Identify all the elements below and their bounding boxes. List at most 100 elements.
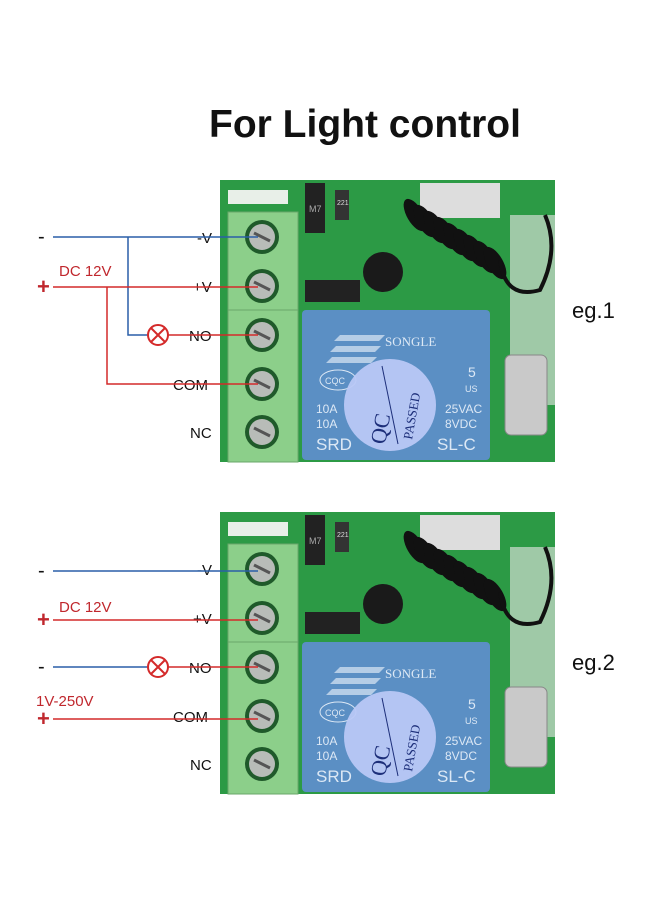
terminal-label: -V <box>197 230 212 247</box>
sticker-qc: QC <box>365 411 395 445</box>
load-plus-sign: + <box>37 706 50 731</box>
terminal-label: NC <box>190 425 212 442</box>
ac-label: 25VAC <box>445 402 482 416</box>
dc-label: 8VDC <box>445 417 477 431</box>
us-label: US <box>465 716 478 726</box>
terminal-label: COM <box>173 709 208 726</box>
lamp-icon <box>147 324 169 346</box>
resistor <box>335 190 349 220</box>
us-label: US <box>465 384 478 394</box>
negative-wire <box>53 570 258 668</box>
wiring-eg1: - + DC 12V eg.1 <box>37 226 615 385</box>
button <box>420 183 500 218</box>
cert-label: CQC <box>325 708 346 718</box>
terminal-screw-v[interactable] <box>245 601 279 635</box>
antenna-coil <box>403 198 554 294</box>
terminal-screw-com[interactable] <box>245 699 279 733</box>
dc-label: 8VDC <box>445 749 477 763</box>
resistor <box>335 522 349 552</box>
led <box>228 190 288 204</box>
wiring-eg2: - + DC 12V - + 1V-250V eg.2 <box>36 560 615 731</box>
diode <box>305 515 325 565</box>
example-label: eg.1 <box>572 298 615 323</box>
resistor-label: 221 <box>337 200 349 207</box>
minus-sign: - <box>38 560 45 582</box>
diode-label: M7 <box>309 536 322 546</box>
capacitor <box>363 584 403 624</box>
terminal-screw-v[interactable] <box>245 220 279 254</box>
songle-logo <box>326 667 385 695</box>
model-label: SRD <box>316 435 352 454</box>
antenna-wire <box>498 546 554 626</box>
model-label: SL-C <box>437 767 476 786</box>
terminal-screw-v[interactable] <box>245 552 279 586</box>
model-label: SRD <box>316 767 352 786</box>
sticker-line <box>381 365 399 445</box>
resistor-label: 221 <box>337 532 349 539</box>
terminal-screw-nc[interactable] <box>245 747 279 781</box>
terminal-label: NO <box>189 660 212 677</box>
positive-wire <box>53 286 258 385</box>
antenna-wire <box>498 214 554 294</box>
led <box>228 522 288 536</box>
example-label: eg.2 <box>572 650 615 675</box>
screw-slot <box>253 661 271 673</box>
cert-label: CQC <box>325 376 346 386</box>
screw-slot <box>253 758 271 770</box>
screw-slot <box>253 378 271 390</box>
load-minus-sign: - <box>38 656 45 678</box>
rating-label: 10A <box>316 417 337 431</box>
diode-label: M7 <box>309 204 322 214</box>
screw-slot <box>253 426 271 438</box>
positive-wire <box>53 619 258 720</box>
screw-slot <box>253 231 271 243</box>
supply-label: DC 12V <box>59 599 112 616</box>
load-supply-label: 1V-250V <box>36 693 94 710</box>
brand-label: SONGLE <box>385 666 436 681</box>
lamp-icon <box>147 656 169 678</box>
minus-sign: - <box>38 226 45 248</box>
ul-label: 5 <box>468 364 476 380</box>
sticker-qc: QC <box>365 743 395 777</box>
button <box>420 515 500 550</box>
screw-slot <box>253 710 271 722</box>
screw-slot <box>253 280 271 292</box>
terminal-screw-no[interactable] <box>245 318 279 352</box>
brand-label: SONGLE <box>385 334 436 349</box>
plus-sign: + <box>37 607 50 632</box>
supply-label: DC 12V <box>59 263 112 280</box>
screw-slot <box>253 612 271 624</box>
plus-sign: + <box>37 274 50 299</box>
ac-label: 25VAC <box>445 734 482 748</box>
terminal-screw-nc[interactable] <box>245 415 279 449</box>
diode <box>305 280 360 302</box>
terminal-label: COM <box>173 377 208 394</box>
rating-label: 10A <box>316 734 337 748</box>
diode <box>305 183 325 233</box>
terminal-screw-v[interactable] <box>245 269 279 303</box>
terminal-screw-com[interactable] <box>245 367 279 401</box>
sticker-line <box>381 697 399 777</box>
screw-slot <box>253 563 271 575</box>
page-title: For Light control <box>209 103 521 146</box>
rating-label: 10A <box>316 749 337 763</box>
ul-label: 5 <box>468 696 476 712</box>
terminal-screw-no[interactable] <box>245 650 279 684</box>
diode <box>305 612 360 634</box>
terminal-label: NO <box>189 328 212 345</box>
antenna-coil <box>403 530 554 626</box>
terminal-label: NC <box>190 757 212 774</box>
capacitor <box>363 252 403 292</box>
model-label: SL-C <box>437 435 476 454</box>
songle-logo <box>326 335 385 363</box>
crystal <box>504 686 548 768</box>
crystal <box>504 354 548 436</box>
rating-label: 10A <box>316 402 337 416</box>
